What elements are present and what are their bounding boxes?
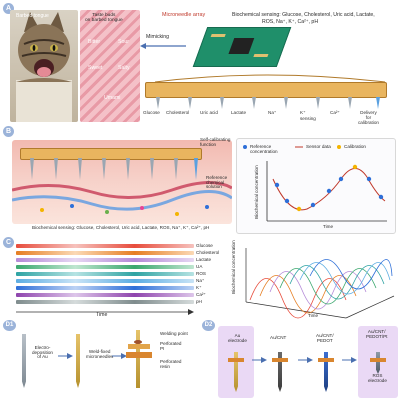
- wires-a: [154, 74, 386, 83]
- row-glucose: Glucose: [196, 243, 213, 248]
- d2-arrow-3-icon: [342, 357, 357, 363]
- d2-au-cnt-pedot-pt: Au/CNT/ PEDOT/Pt: [366, 329, 388, 339]
- needle-label-cholesterol: Cholesterol: [166, 110, 190, 115]
- waterfall-svg: [245, 248, 395, 319]
- d2-arrow-2-icon: [298, 357, 313, 363]
- panel-c-xlabel: Time: [96, 312, 108, 318]
- panel-c-letter: C: [3, 237, 14, 248]
- mimicking-label: Mimicking: [146, 34, 170, 40]
- taste-buds-panel: [80, 10, 140, 122]
- pcb-board: [192, 27, 292, 67]
- panel-b-letter: B: [3, 126, 14, 137]
- microneedle-array-label: Microneedle array: [162, 12, 206, 18]
- cat-photo: Barbed tongue: [10, 10, 78, 122]
- d2-base-1: [228, 358, 244, 362]
- needle-label-lactate: Lactate: [231, 110, 247, 115]
- taste-salty: Salty: [118, 65, 130, 71]
- legend-sensor: Sensor data: [306, 144, 331, 149]
- d1-needle-2: [76, 334, 80, 388]
- chart-b-xlabel: Time: [323, 224, 334, 229]
- microneedle-base-a: [145, 82, 387, 98]
- legend-reference: Reference concentration: [250, 144, 278, 154]
- panel-b-sensing-text: Biochemical sensing: Glucose, Cholestero…: [32, 225, 210, 230]
- d2-needle-4: [376, 352, 380, 374]
- d1-step-electrodeposition: Electro- deposition of Au: [32, 345, 53, 360]
- needle-label-ca: Ca²⁺: [330, 110, 340, 115]
- needle-label-na: Na⁺: [268, 110, 277, 115]
- self-calibrating-label: Self-calibrating function: [200, 137, 231, 147]
- d2-au-cnt-pedot: Au/CNT/ PEDOT: [316, 333, 334, 343]
- d2-ros-electrode: ROS electrode: [368, 373, 387, 383]
- panel-d1-letter: D1: [3, 320, 16, 331]
- reference-solution-label: Reference chemical solution: [206, 175, 228, 190]
- sensing-line-2: ROS, Na⁺, K⁺, Ca²⁺, pH: [262, 19, 319, 25]
- needle-label-delivery: Delivery for calibration: [358, 110, 379, 125]
- taste-umami: Umami: [104, 95, 121, 101]
- taste-bitter: Bitter: [88, 39, 101, 45]
- d2-needle-2: [278, 352, 282, 392]
- d1-arrow-1-icon: [58, 353, 73, 359]
- d1-step-weld-fixed: Weld-fixed microneedles: [86, 349, 114, 359]
- timeline-axis: [16, 309, 194, 315]
- taste-sweet: Sweet: [88, 65, 103, 71]
- needles-b: [22, 158, 202, 182]
- taste-buds-label: Taste buds on barbed tongue: [85, 13, 123, 23]
- sensing-line-1: Biochemical sensing: Glucose, Cholestero…: [232, 12, 375, 18]
- timeline-heatmap: [16, 244, 194, 306]
- row-lactate: Lactate: [196, 257, 212, 262]
- row-ros: ROS: [196, 271, 206, 276]
- sensing-label: sensing: [300, 116, 316, 121]
- d2-base-4: [370, 358, 386, 362]
- d2-arrow-1-icon: [252, 357, 267, 363]
- microneedle-base-b: [20, 148, 202, 160]
- needles-a: [148, 96, 388, 109]
- row-ph: pH: [196, 299, 202, 304]
- needle-label-k: K⁺: [300, 110, 306, 115]
- d1-assembly: [124, 330, 154, 392]
- d1-arrow-2-icon: [112, 353, 127, 359]
- panel-a-letter: A: [3, 3, 14, 14]
- needle-label-glucose: Glucose: [143, 110, 160, 115]
- row-k: K⁺: [196, 285, 202, 290]
- d2-au-electrode: Au electrode: [228, 333, 247, 343]
- d1-welding-point: Welding point: [160, 331, 188, 336]
- panel-d2-letter: D2: [202, 320, 215, 331]
- waterfall-xlabel: Time: [308, 313, 319, 318]
- waterfall-ylabel: Biochemical concentration: [231, 240, 236, 294]
- d2-needle-1: [234, 352, 238, 392]
- d1-perforated-pi: Perforated PI: [160, 341, 182, 351]
- row-cholesterol: Cholesterol: [196, 250, 220, 255]
- legend-calibration: Calibration: [344, 144, 366, 149]
- calibration-chart-svg: [243, 145, 387, 222]
- cat-illustration: [16, 12, 72, 122]
- barbed-tongue-label: Barbed tongue: [16, 13, 49, 19]
- d1-needle-1: [22, 334, 26, 388]
- row-na: Na⁺: [196, 278, 205, 283]
- d2-au-cnt: Au/CNT: [270, 335, 287, 340]
- d2-base-3: [318, 358, 334, 362]
- row-ca: Ca²⁺: [196, 292, 206, 297]
- waterfall-chart: Biochemical concentration Time: [226, 238, 396, 322]
- calibration-chart: Reference concentration Sensor data Cali…: [236, 138, 396, 234]
- mimicking-arrow-icon: [140, 43, 186, 49]
- chart-b-ylabel: Biochemical concentration: [254, 165, 259, 219]
- d2-base-2: [272, 358, 288, 362]
- d2-needle-3: [324, 352, 328, 392]
- row-ua: UA: [196, 264, 203, 269]
- taste-sour: Sour: [118, 39, 129, 45]
- needle-label-uric-acid: Uric acid: [200, 110, 218, 115]
- d1-perforated-resin: Perforated resin: [160, 359, 182, 369]
